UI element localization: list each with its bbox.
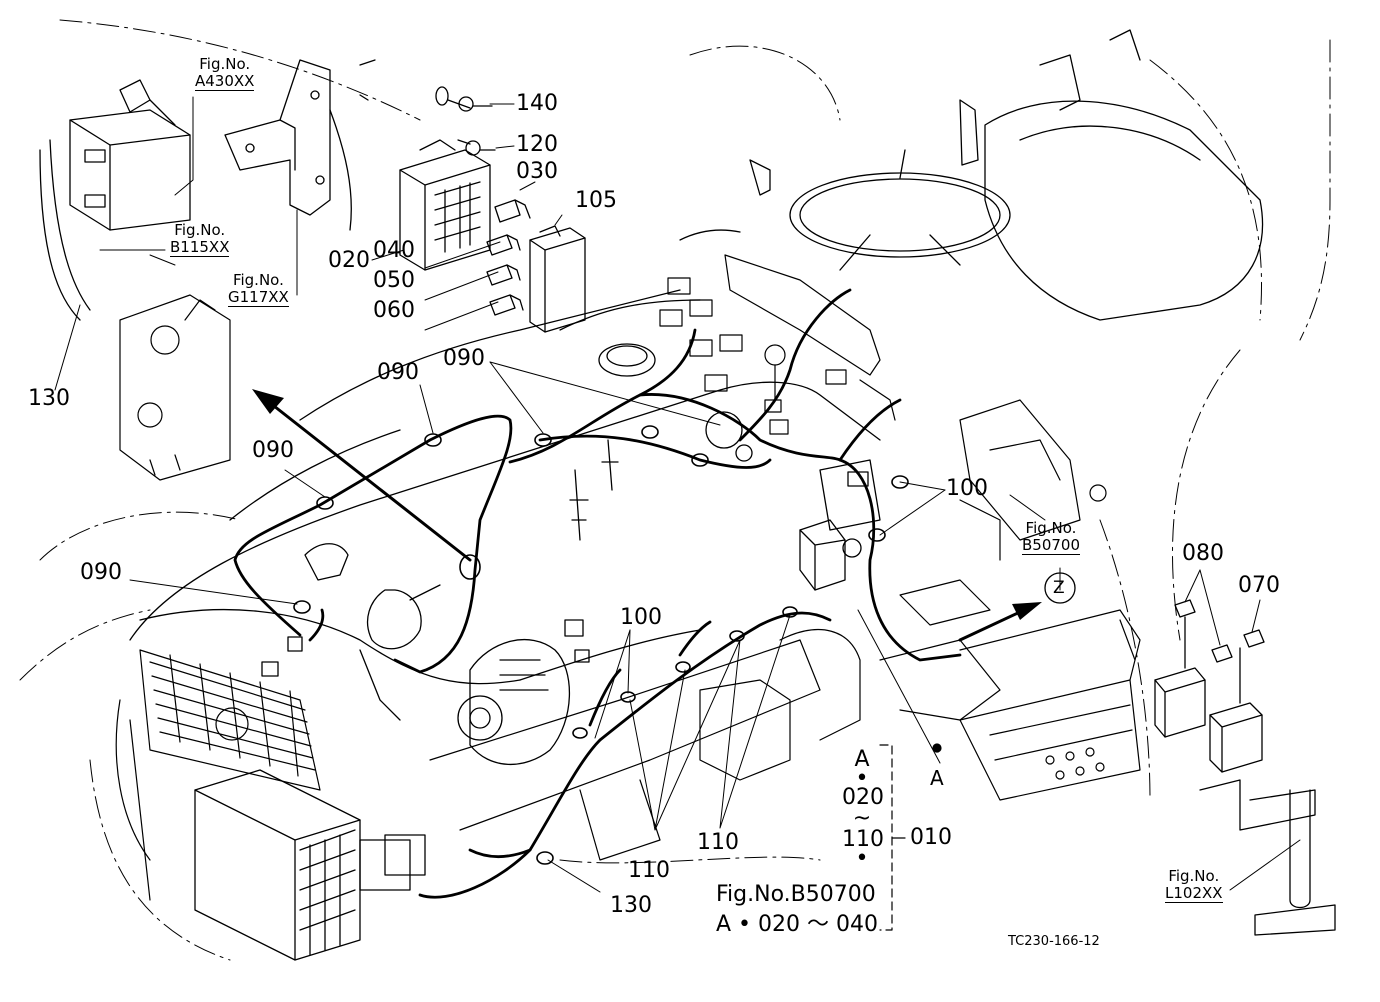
part-label-030: 030: [516, 159, 558, 184]
arrow-head-left: [252, 389, 284, 414]
part-label-090-bottom: 090: [80, 560, 122, 585]
part-label-020: 020: [328, 248, 370, 273]
front-grille: [115, 649, 321, 901]
chassis-frame: [429, 399, 1141, 861]
coolant-reservoir: [39, 79, 191, 321]
bottom-fig-ref-line2: A • 020 ～ 040: [716, 912, 878, 937]
direction-arrows: [258, 393, 1037, 642]
part-label-110-right: 110: [697, 830, 739, 855]
part-label-090-top-left: 090: [377, 360, 419, 385]
fig-ref-b115xx: Fig.No. B115XX: [170, 221, 230, 257]
group-note: A • 020 ~ 110 •: [842, 747, 884, 871]
fuse-box-cover: [529, 225, 586, 333]
zone-z-label: Z: [1053, 578, 1065, 598]
part-label-060: 060: [373, 298, 415, 323]
part-label-040-visible: 040: [373, 238, 415, 263]
fig-ref-b50700-line1: Fig.No.: [1025, 519, 1077, 537]
bottom-fig-ref-line1: Fig.No.B50700: [716, 882, 876, 907]
engine-components: [261, 343, 753, 677]
battery: [194, 769, 426, 961]
fuses: [486, 199, 531, 316]
drawing-code: TC230-166-12: [1008, 934, 1100, 949]
fig-ref-g117xx-line2: G117XX: [228, 288, 289, 307]
group-note-to: 110: [842, 827, 884, 852]
fig-ref-l102xx: Fig.No. L102XX: [1165, 868, 1223, 903]
harness-wires: [233, 288, 962, 899]
part-label-080: 080: [1182, 541, 1224, 566]
fig-ref-b115xx-line1: Fig.No.: [174, 221, 226, 239]
fig-ref-l102xx-line1: Fig.No.: [1168, 867, 1220, 885]
part-label-130-bottom: 130: [610, 893, 652, 918]
part-label-050: 050: [373, 268, 415, 293]
leader-lines: [54, 96, 1301, 893]
part-label-100-center: 100: [620, 605, 662, 630]
part-label-140: 140: [516, 91, 558, 116]
dash-connectors: [659, 254, 896, 435]
part-label-100-right: 100: [946, 476, 988, 501]
group-note-from: 020: [842, 785, 884, 810]
group-note-dot1: •: [855, 766, 869, 791]
group-note-assembly-010: 010: [910, 825, 952, 850]
relay-bracket: [799, 459, 881, 591]
arrow-head-right: [1012, 602, 1042, 620]
fig-ref-b50700-line2: B50700: [1022, 536, 1081, 555]
group-note-a: A: [854, 747, 870, 772]
mount-bracket: [224, 59, 376, 231]
point-a-dot: [932, 743, 942, 753]
engine-block: [119, 294, 231, 481]
screws: [435, 86, 496, 156]
bottom-fig-ref: Fig.No.B50700 A • 020 ～ 040: [716, 880, 878, 940]
group-note-dot2: •: [855, 846, 869, 871]
part-label-090-mid: 090: [252, 438, 294, 463]
fig-ref-a430xx-line1: Fig.No.: [199, 55, 251, 73]
hood-outline: [129, 229, 881, 721]
fig-ref-a430xx: Fig.No. A430XX: [195, 55, 255, 91]
part-label-070: 070: [1238, 573, 1280, 598]
group-note-tilde: ~: [852, 806, 872, 831]
part-label-130-left: 130: [28, 386, 70, 411]
fig-ref-g117xx: Fig.No. G117XX: [228, 272, 289, 307]
zone-z-circle: [1044, 572, 1076, 604]
fig-ref-l102xx-line2: L102XX: [1165, 884, 1223, 903]
harness-clamps: [293, 425, 909, 865]
part-label-120: 120: [516, 132, 558, 157]
alternator: [457, 619, 590, 766]
fig-ref-g117xx-line1: Fig.No.: [232, 271, 284, 289]
part-label-090-top: 090: [443, 346, 485, 371]
relays-and-switches: [1154, 599, 1336, 936]
part-label-105: 105: [575, 188, 617, 213]
fig-ref-b115xx-line2: B115XX: [170, 238, 230, 257]
fig-ref-b50700: Fig.No. B50700: [1022, 519, 1081, 555]
phantom-outlines: [19, 19, 1331, 961]
point-a-label: A: [930, 766, 944, 790]
part-label-110-left: 110: [628, 858, 670, 883]
steering-and-seat: [749, 29, 1264, 321]
fig-ref-a430xx-line2: A430XX: [195, 72, 255, 91]
